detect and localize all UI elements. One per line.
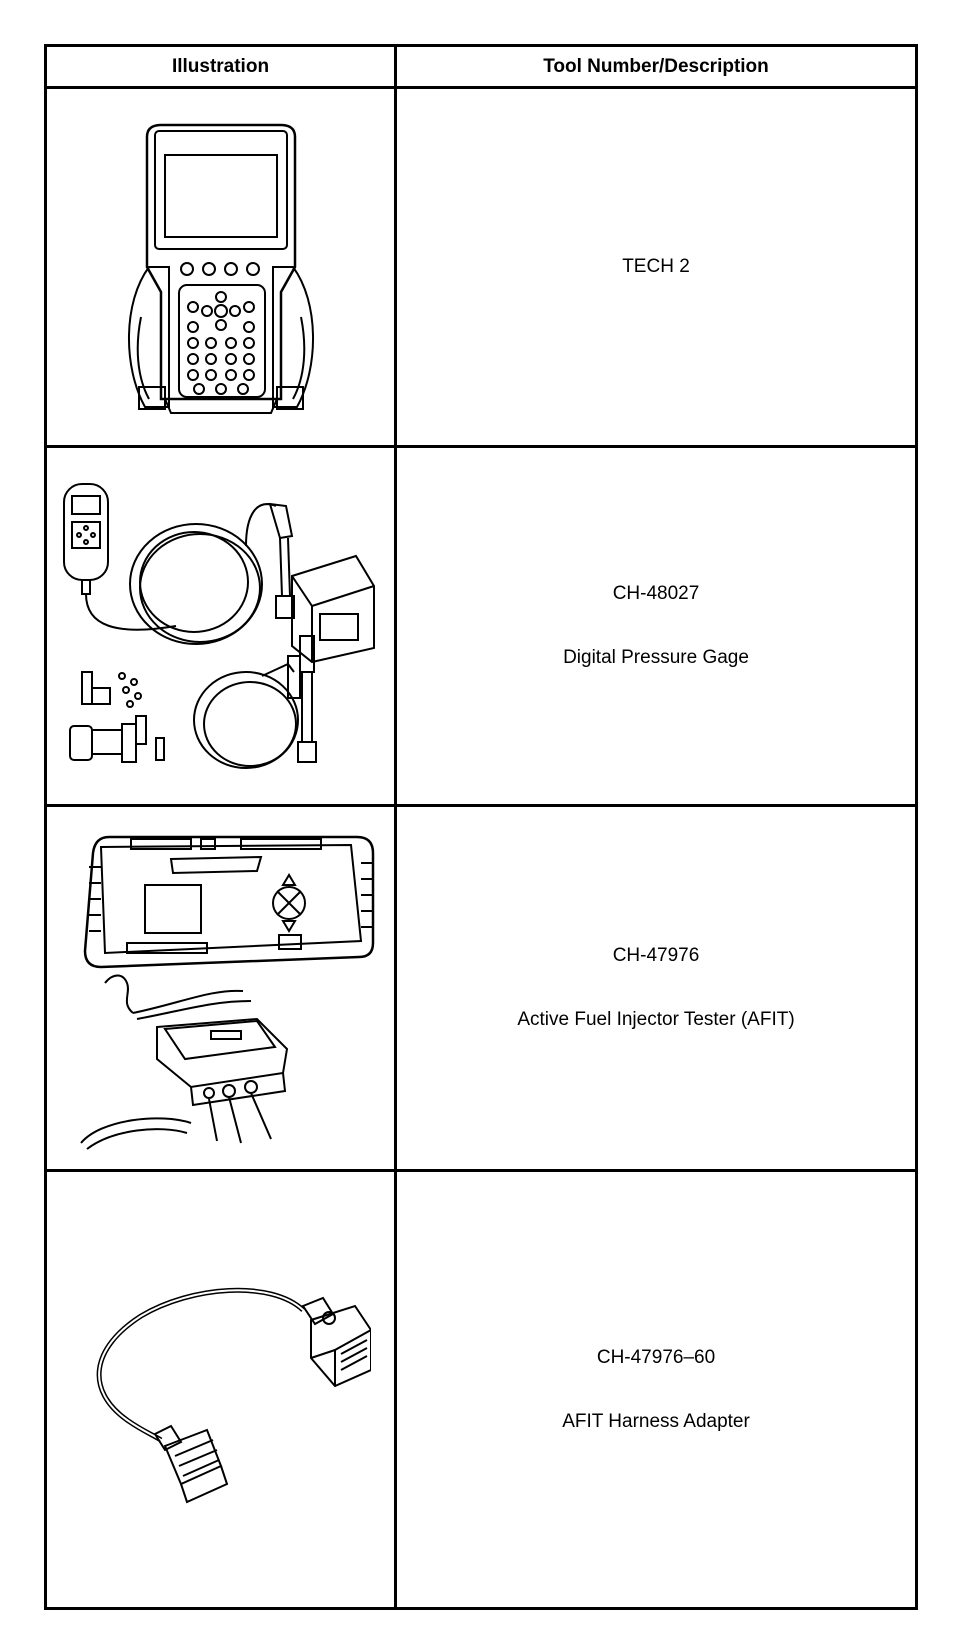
tool-name: Active Fuel Injector Tester (AFIT) xyxy=(517,1009,795,1030)
tool-name: Digital Pressure Gage xyxy=(563,647,749,668)
tool-description: CH-47976 Active Fuel Injector Tester (AF… xyxy=(397,807,915,1169)
column-divider xyxy=(394,47,397,1607)
tool-number: CH-47976–60 xyxy=(596,1346,716,1368)
tool-name: AFIT Harness Adapter xyxy=(562,1410,750,1432)
tool-number: CH-47976 xyxy=(612,945,700,966)
table-row: CH-47976–60 AFIT Harness Adapter xyxy=(47,1172,915,1607)
tool-description: CH-48027 Digital Pressure Gage xyxy=(397,448,915,804)
tool-description: TECH 2 xyxy=(397,89,915,445)
header-illustration: Illustration xyxy=(171,55,270,77)
table-row: CH-48027 Digital Pressure Gage xyxy=(47,448,915,807)
digital-pressure-gage-illustration xyxy=(47,448,394,804)
table-row: CH-47976 Active Fuel Injector Tester (AF… xyxy=(47,807,915,1172)
tool-description: CH-47976–60 AFIT Harness Adapter xyxy=(397,1172,915,1607)
afit-tester-illustration xyxy=(47,807,394,1169)
table-row: TECH 2 xyxy=(47,89,915,448)
header-tool-number-description: Tool Number/Description xyxy=(543,55,769,77)
tool-number: TECH 2 xyxy=(622,256,690,277)
tool-table: Illustration Tool Number/Description xyxy=(44,44,918,1610)
afit-harness-adapter-illustration xyxy=(47,1172,394,1607)
tech2-illustration xyxy=(47,89,394,445)
table-header: Illustration Tool Number/Description xyxy=(47,47,915,89)
tool-number: CH-48027 xyxy=(612,583,700,604)
